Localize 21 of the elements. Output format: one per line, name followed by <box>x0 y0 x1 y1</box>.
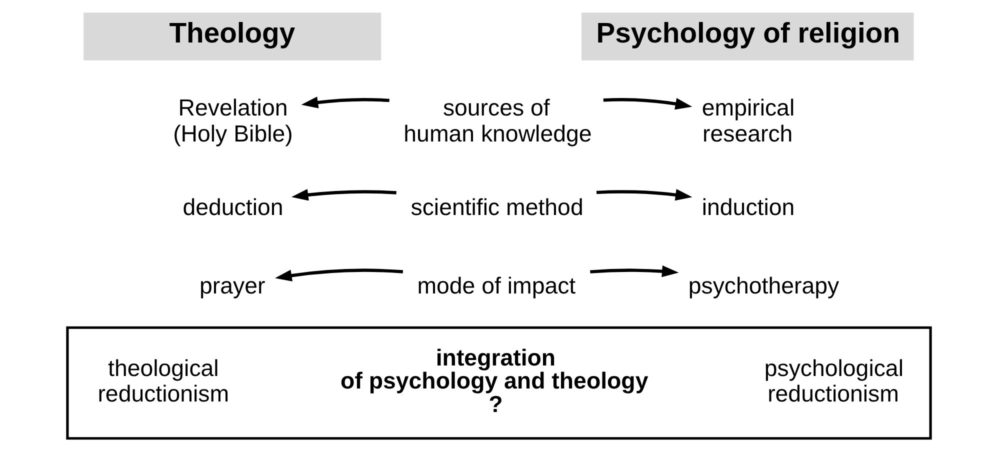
node-text: empirical research <box>701 94 794 146</box>
node-text: prayer <box>198 272 265 298</box>
arrow <box>274 268 403 282</box>
node-text: induction <box>701 194 794 220</box>
node-box: Theology <box>83 12 381 60</box>
node-text: psychological reductionism <box>764 354 903 407</box>
node-text: Revelation (Holy Bible) <box>172 94 292 146</box>
node-text: psychotherapy <box>688 272 839 298</box>
arrow <box>290 189 396 201</box>
node-text: scientific method <box>410 194 583 220</box>
arrow <box>602 98 692 110</box>
arrow <box>300 96 389 108</box>
node-text: deduction <box>182 194 283 220</box>
node-text: sources of human knowledge <box>403 94 592 146</box>
cluster <box>66 326 932 440</box>
arrow <box>596 189 692 201</box>
node-text: theological reductionism <box>97 354 229 407</box>
node-text: integration of psychology and theology ? <box>340 344 648 417</box>
arrow <box>590 265 678 278</box>
node-text: mode of impact <box>416 272 576 298</box>
node-box: Psychology of religion <box>580 12 914 60</box>
